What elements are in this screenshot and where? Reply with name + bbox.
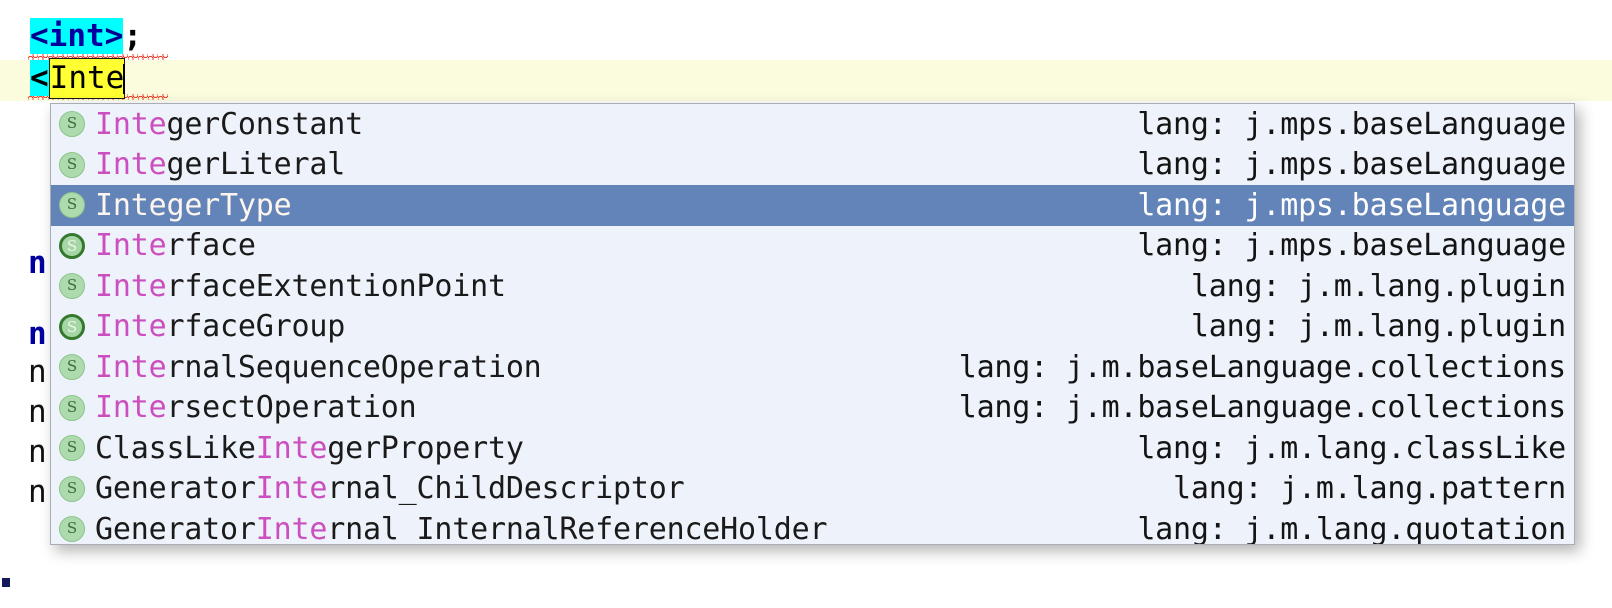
concept-icon: S (59, 273, 85, 300)
occluded-char: n (28, 474, 47, 510)
error-squiggle-icon (28, 54, 168, 60)
completion-item-language: lang: j.m.baseLanguage.collections (958, 349, 1566, 385)
concept-icon: S (59, 354, 85, 381)
abstract-concept-icon: S (59, 232, 85, 259)
completion-item-language: lang: j.mps.baseLanguage (1137, 106, 1566, 142)
match-highlight: Inte (95, 187, 167, 223)
concept-icon: S (59, 475, 85, 502)
completion-item[interactable]: S Interface lang: j.mps.baseLanguage (51, 225, 1574, 266)
code-completion-popup[interactable]: S IntegerConstant lang: j.mps.baseLanguage… (50, 103, 1575, 545)
completion-item[interactable]: S GeneratorInternal_ChildDescriptor lang: … (51, 468, 1574, 509)
match-highlight: Inte (95, 268, 167, 304)
angle-open-token: < (30, 18, 49, 54)
completion-item[interactable]: S IntegerType lang: j.mps.baseLanguage (51, 185, 1574, 226)
completion-item[interactable]: S GeneratorInternal_InternalReferenceHold… (51, 509, 1574, 545)
code-line-1[interactable]: <int>; (0, 16, 1612, 57)
completion-list[interactable]: S IntegerConstant lang: j.mps.baseLanguage… (51, 104, 1574, 545)
completion-item-language: lang: j.m.lang.plugin (1190, 309, 1566, 345)
completion-item-name: IntersectOperation (95, 390, 417, 426)
match-highlight: Inte (95, 228, 167, 264)
completion-item-language: lang: j.mps.baseLanguage (1137, 147, 1566, 183)
match-highlight: Inte (95, 147, 167, 183)
occluded-char: n (28, 245, 47, 281)
occluded-char: n (28, 394, 47, 430)
completion-item-name: ClassLikeIntegerProperty (95, 430, 524, 466)
completion-item[interactable]: S InterfaceExtentionPoint lang: j.m.lang.p… (51, 266, 1574, 307)
concept-icon: S (59, 151, 85, 178)
completion-item-language: lang: j.m.baseLanguage.collections (958, 390, 1566, 426)
completion-item-language: lang: j.m.lang.pattern (1173, 471, 1566, 507)
completion-item-name: GeneratorInternal_InternalReferenceHolde… (95, 511, 828, 545)
completion-item-name: InterfaceExtentionPoint (95, 268, 506, 304)
completion-search-input[interactable]: Inte (48, 58, 126, 99)
current-line-highlight (0, 60, 1612, 101)
concept-icon: S (59, 516, 85, 543)
completion-item[interactable]: S InterfaceGroup lang: j.m.lang.plugin (51, 306, 1574, 347)
completion-item[interactable]: S ClassLikeIntegerProperty lang: j.m.lang.… (51, 428, 1574, 469)
completion-item-name: GeneratorInternal_ChildDescriptor (95, 471, 685, 507)
completion-item-language: lang: j.m.lang.plugin (1190, 268, 1566, 304)
concept-icon: S (59, 111, 85, 138)
concept-icon: S (59, 394, 85, 421)
completion-item-name: IntegerConstant (95, 106, 363, 142)
completion-item-name: IntegerLiteral (95, 147, 346, 183)
completion-item-name: InterfaceGroup (95, 309, 346, 345)
abstract-concept-icon: S (59, 313, 85, 340)
angle-close-token: > (104, 18, 124, 54)
angle-open-token-2: < (30, 60, 49, 96)
match-highlight: Inte (95, 349, 167, 385)
completion-item-language: lang: j.m.lang.quotation (1137, 511, 1566, 545)
completion-item-name: IntegerType (95, 187, 292, 223)
completion-item[interactable]: S InternalSequenceOperation lang: j.m.base… (51, 347, 1574, 388)
match-highlight: Inte (255, 430, 328, 466)
match-highlight: Inte (95, 106, 167, 142)
completion-item-language: lang: j.mps.baseLanguage (1137, 187, 1566, 223)
completion-item[interactable]: S IntegerConstant lang: j.mps.baseLanguage (51, 104, 1574, 145)
concept-icon: S (59, 435, 85, 462)
match-highlight: Inte (95, 390, 167, 426)
code-line-2[interactable]: <Inte (0, 58, 1612, 99)
text-caret (123, 64, 126, 94)
completion-item-language: lang: j.mps.baseLanguage (1137, 228, 1566, 264)
completion-item[interactable]: S IntersectOperation lang: j.m.baseLanguag… (51, 387, 1574, 428)
occluded-char: n (28, 316, 47, 352)
occluded-char: n (28, 354, 47, 390)
completion-item-name: InternalSequenceOperation (95, 349, 542, 385)
completion-item[interactable]: S IntegerLiteral lang: j.mps.baseLanguage (51, 144, 1574, 185)
keyword-int-token: int (48, 18, 105, 54)
concept-icon: S (59, 192, 85, 219)
match-highlight: Inte (255, 471, 328, 507)
completion-item-language: lang: j.m.lang.classLike (1137, 430, 1566, 466)
stray-caret-mark (2, 578, 10, 587)
occluded-char: n (28, 434, 47, 470)
completion-item-name: Interface (95, 228, 256, 264)
semicolon-token: ; (123, 18, 143, 54)
match-highlight: Inte (95, 309, 167, 345)
match-highlight: Inte (255, 511, 328, 545)
